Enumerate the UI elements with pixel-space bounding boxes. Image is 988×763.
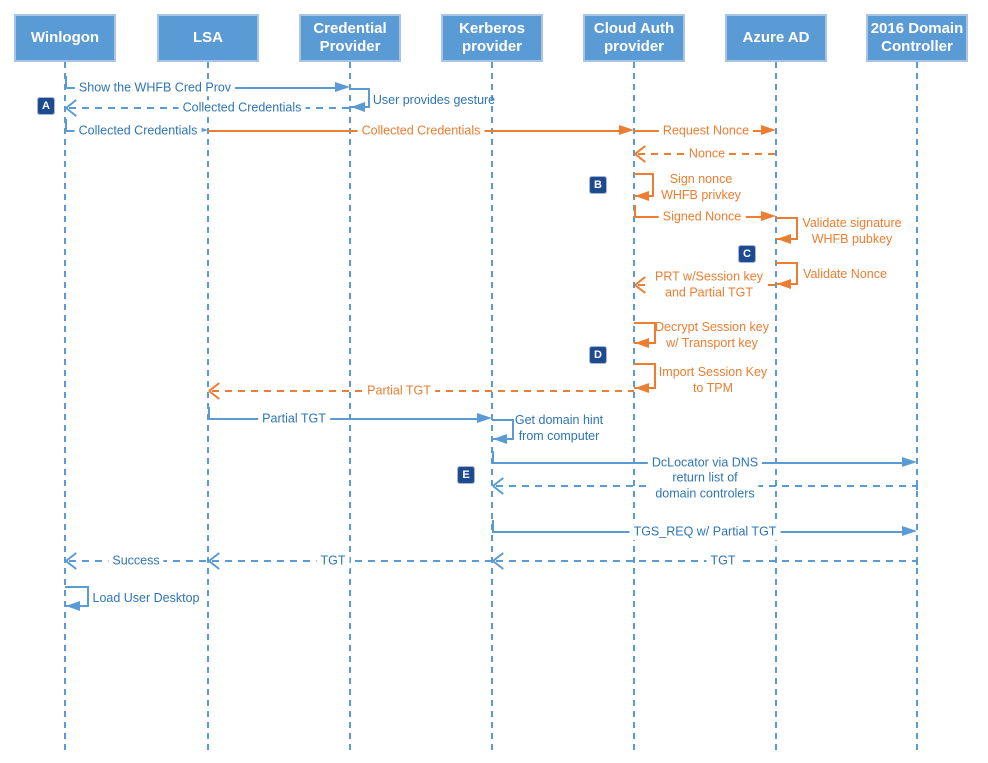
message-partial-tgt-label: Partial TGT <box>363 383 435 399</box>
step-badge-d: D <box>589 346 607 364</box>
lifeline-cloud-auth-provider <box>633 62 635 755</box>
message-tgs-req-w-partial-tgt-label: TGS_REQ w/ Partial TGT <box>629 524 781 540</box>
self-message-load-user-desktop-label: Load User Desktop <box>92 591 200 605</box>
source-tick <box>916 482 918 490</box>
actor-winlogon: Winlogon <box>14 14 116 62</box>
source-tick <box>916 557 918 565</box>
actor-2016-domain-controller: 2016 Domain Controller <box>866 14 968 62</box>
actor-lsa: LSA <box>157 14 259 62</box>
source-tick <box>634 205 636 217</box>
lifeline-azure-ad <box>775 62 777 755</box>
message-show-the-whfb-cred-prov-label: Show the WHFB Cred Prov <box>74 80 236 96</box>
lifeline-2016-domain-controller <box>916 62 918 755</box>
source-tick <box>65 76 67 88</box>
self-message-user-provides-gesture-label: User provides gesture <box>372 93 496 107</box>
message-request-nonce-label: Request Nonce <box>658 123 754 139</box>
source-tick <box>492 520 494 532</box>
arrowhead <box>635 338 649 348</box>
arrowhead <box>777 279 791 289</box>
message-tgt <box>212 560 492 562</box>
arrowhead <box>477 413 492 423</box>
self-message-validate-nonce-label: Validate Nonce <box>803 267 887 281</box>
actor-credential-provider: Credential Provider <box>299 14 401 62</box>
message-collected-credentials-label: Collected Credentials <box>178 100 306 116</box>
message-signed-nonce-label: Signed Nonce <box>658 209 746 225</box>
message-collected-credentials-label: Collected Credentials <box>74 123 202 139</box>
lifeline-kerberos-provider <box>491 62 493 755</box>
arrowhead <box>902 457 917 467</box>
actor-cloud-auth-provider: Cloud Auth provider <box>583 14 685 62</box>
message-dclocator-via-dns-label: DcLocator via DNS <box>647 455 763 471</box>
source-tick <box>492 451 494 463</box>
arrowhead <box>635 383 649 393</box>
message-tgt-label: TGT <box>706 553 740 569</box>
message-partial-tgt <box>208 418 479 420</box>
actor-azure-ad: Azure AD <box>725 14 827 62</box>
message-success-label: Success <box>108 553 164 569</box>
lifeline-credential-provider <box>349 62 351 755</box>
step-badge-b: B <box>589 176 607 194</box>
message-nonce-label: Nonce <box>684 146 730 162</box>
message-collected-credentials-label: Collected Credentials <box>357 123 485 139</box>
step-badge-e: E <box>457 466 475 484</box>
message-tgt-label: TGT <box>316 553 350 569</box>
arrowhead <box>619 125 634 135</box>
arrowhead <box>66 601 80 611</box>
step-badge-a: A <box>37 97 55 115</box>
arrowhead <box>777 234 791 244</box>
source-tick <box>208 407 210 419</box>
message-partial-tgt-label: Partial TGT <box>258 411 330 427</box>
arrowhead <box>635 191 649 201</box>
arrowhead <box>351 102 365 112</box>
source-tick <box>65 119 67 131</box>
arrowhead <box>335 82 350 92</box>
lifeline-winlogon <box>64 62 66 755</box>
arrowhead <box>761 211 776 221</box>
arrowhead <box>761 125 776 135</box>
arrowhead <box>493 434 507 444</box>
step-badge-c: C <box>738 245 756 263</box>
actor-kerberos-provider: Kerberos provider <box>441 14 543 62</box>
arrowhead <box>902 526 917 536</box>
